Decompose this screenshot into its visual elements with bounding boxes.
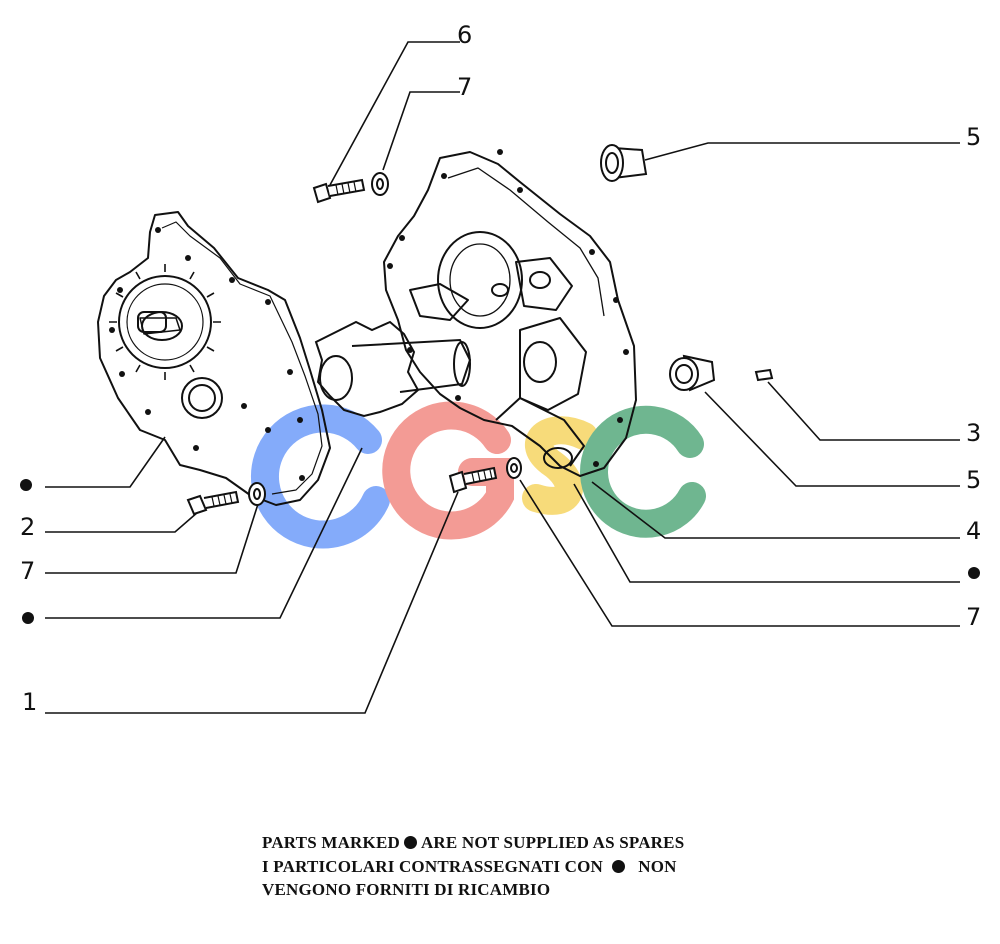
watermark-letter-s — [522, 416, 598, 515]
watermark-logo — [250, 401, 706, 549]
pin-3 — [754, 368, 774, 382]
driven-rotor-shaft — [314, 320, 472, 418]
small-parts — [186, 144, 774, 516]
pump-body — [383, 149, 637, 477]
leader-7-left — [45, 503, 259, 574]
leader-lines — [45, 41, 960, 714]
callout-5-mid: 5 — [966, 466, 982, 494]
callout-3: 3 — [966, 419, 982, 447]
leader-7-right — [519, 479, 960, 627]
callout-1: 1 — [22, 688, 38, 716]
callout-2: 2 — [20, 513, 36, 541]
callout-5-top: 5 — [966, 123, 982, 151]
bolt-2 — [186, 490, 240, 516]
footnote-line-1-end: ARE NOT SUPPLIED AS SPARES — [420, 833, 685, 852]
leader-6 — [329, 41, 460, 186]
leader-5-top — [644, 142, 960, 161]
pump-cover-plate — [97, 211, 331, 506]
leader-2 — [45, 511, 199, 533]
bolt-1 — [448, 466, 498, 494]
leader-5-mid — [704, 391, 960, 487]
leader-7-top — [382, 91, 460, 171]
watermark-letter-g — [382, 401, 514, 540]
leader-4 — [591, 481, 960, 539]
footnote-line-2: I PARTICOLARI CONTRASSEGNATI CON NON — [262, 857, 677, 877]
drive-gear — [118, 275, 212, 369]
watermark-letter-c2 — [580, 405, 706, 538]
footnote-line-3-text: VENGONO FORNITI DI RICAMBIO — [262, 880, 551, 899]
footnote-line-3: VENGONO FORNITI DI RICAMBIO — [262, 880, 550, 900]
bushing-5-mid — [669, 354, 716, 392]
footnote-line-1-start: PARTS MARKED — [262, 833, 400, 852]
callout-not-supplied-dot-right — [968, 567, 980, 579]
watermark-letter-c1 — [250, 404, 390, 549]
footnote-line-2-start: I PARTICOLARI CONTRASSEGNATI CON — [262, 857, 603, 876]
not-supplied-dot-icon — [611, 860, 625, 873]
leader-3 — [767, 381, 960, 441]
leader-dot-left-bottom — [45, 447, 363, 619]
not-supplied-dot-icon — [404, 836, 418, 849]
callout-not-supplied-dot-left-bottom — [22, 612, 34, 624]
leader-1 — [45, 491, 459, 714]
footnote-line-2-end: NON — [638, 857, 677, 876]
bushing-5-top — [600, 144, 648, 182]
rotor-chamber — [437, 231, 523, 329]
bolt-6 — [312, 178, 366, 204]
leader-dot-right — [573, 483, 960, 583]
callout-7-top: 7 — [457, 73, 473, 101]
leader-dot-left-top — [45, 436, 166, 488]
callout-7-left: 7 — [20, 557, 36, 585]
callout-not-supplied-dot-left-top — [20, 479, 32, 491]
footnote-line-1: PARTS MARKED ARE NOT SUPPLIED AS SPARES — [262, 833, 684, 853]
callout-6: 6 — [457, 21, 473, 49]
callout-7-right: 7 — [966, 603, 982, 631]
callout-4: 4 — [966, 517, 982, 545]
